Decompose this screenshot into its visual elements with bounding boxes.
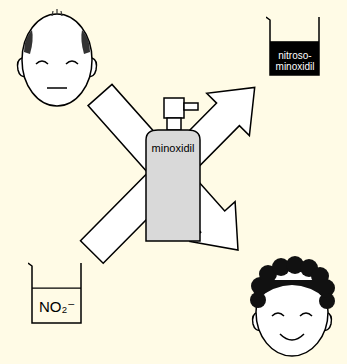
nozzle bbox=[184, 103, 198, 110]
reaction-arrow bbox=[81, 87, 255, 263]
beaker: nitroso- minoxidil bbox=[266, 16, 320, 76]
pump-head bbox=[164, 98, 184, 118]
beaker-outline bbox=[266, 17, 319, 75]
liquid bbox=[270, 41, 319, 75]
node-label: minoxidil bbox=[145, 142, 201, 154]
bottle-neck bbox=[167, 118, 181, 130]
beaker-outline bbox=[28, 263, 81, 323]
bottle-body bbox=[146, 130, 200, 241]
liquid-level bbox=[32, 287, 81, 288]
beaker: NO₂⁻ bbox=[28, 262, 82, 324]
happy-face bbox=[250, 256, 335, 356]
spray-bottle: minoxidil bbox=[145, 128, 201, 242]
node-label: nitroso- minoxidil bbox=[271, 50, 319, 72]
node-label: NO₂⁻ bbox=[33, 298, 81, 316]
bottle-shape bbox=[145, 96, 221, 244]
bald-face bbox=[18, 9, 97, 106]
